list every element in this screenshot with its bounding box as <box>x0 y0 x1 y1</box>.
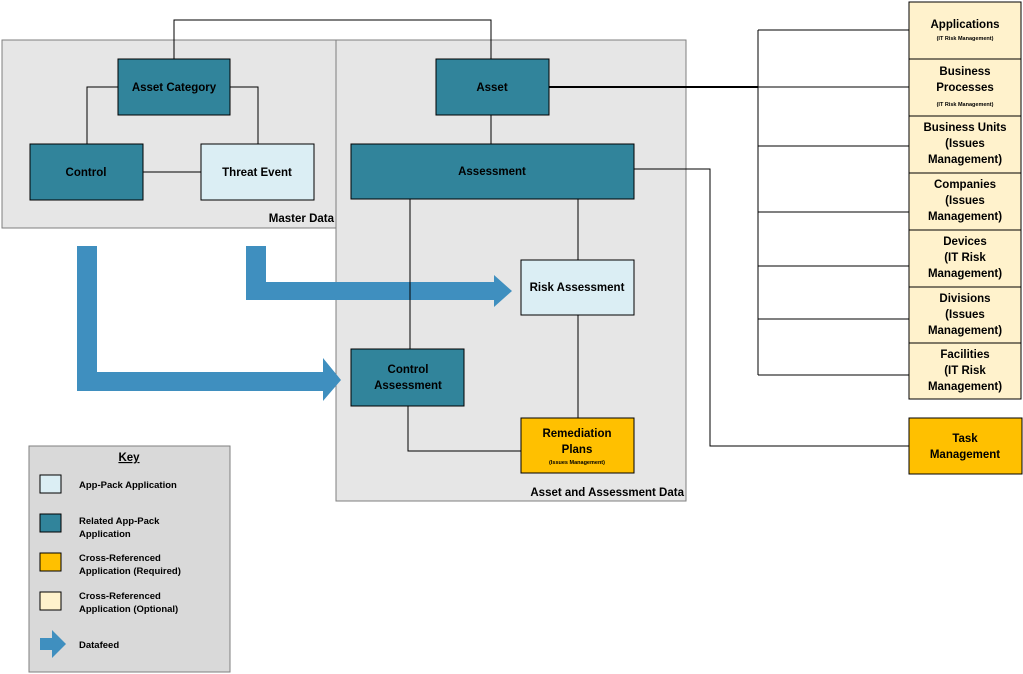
key-datafeed-arrow-icon <box>40 630 66 658</box>
key-swatch-app-pack <box>39 474 62 494</box>
assessment-label: Assessment <box>458 166 526 178</box>
business-processes-label-2: Processes <box>936 82 994 94</box>
facilities-label-3: Management) <box>928 381 1002 393</box>
key-label-datafeed: Datafeed <box>79 640 119 651</box>
companies-label-1: Companies <box>934 179 996 191</box>
devices-label-1: Devices <box>943 236 986 248</box>
threat-event-label: Threat Event <box>222 167 292 179</box>
task-management-label-1: Task <box>952 433 978 445</box>
cross-ref-devices: Devices (IT Risk Management) <box>908 229 1022 288</box>
risk-assessment-label: Risk Assessment <box>530 282 625 294</box>
business-units-label-2: (Issues <box>945 138 985 150</box>
remediation-plans-label-2: Plans <box>562 444 593 456</box>
asset-node: Asset <box>435 58 550 116</box>
key-label-cross-ref-optional-2: Application (Optional) <box>79 604 178 615</box>
asset-assessment-data-label: Asset and Assessment Data <box>530 487 684 499</box>
divisions-label-1: Divisions <box>939 293 990 305</box>
cross-ref-divisions: Divisions (Issues Management) <box>908 286 1022 344</box>
cross-ref-applications: Applications (IT Risk Management) <box>908 1 1022 60</box>
cross-ref-business-units: Business Units (Issues Management) <box>908 115 1022 174</box>
key-label-cross-ref-optional-1: Cross-Referenced <box>79 591 161 602</box>
asset-category-label: Asset Category <box>132 82 217 94</box>
devices-label-2: (IT Risk <box>944 252 986 264</box>
divisions-label-2: (Issues <box>945 309 985 321</box>
asset-category-node: Asset Category <box>117 58 231 116</box>
control-assessment-label-1: Control <box>388 364 429 376</box>
devices-label-3: Management) <box>928 268 1002 280</box>
key-label-related-app-pack-1: Related App-Pack <box>79 516 160 527</box>
control-node: Control <box>29 143 144 201</box>
key-title: Key <box>118 452 140 464</box>
key-swatch-related-app-pack <box>39 513 62 533</box>
facilities-label-2: (IT Risk <box>944 365 986 377</box>
key-legend: Key App-Pack Application Related App-Pac… <box>28 445 231 673</box>
task-management-node: Task Management <box>908 417 1023 475</box>
companies-label-3: Management) <box>928 211 1002 223</box>
connectors <box>86 19 909 452</box>
task-management-label-2: Management <box>930 449 1000 461</box>
key-label-cross-ref-required-2: Application (Required) <box>79 566 181 577</box>
key-swatch-cross-ref-optional <box>39 591 62 611</box>
datafeed-arrow-threat-to-risk <box>246 246 512 307</box>
control-assessment-node: Control Assessment <box>350 348 465 407</box>
business-units-label-1: Business Units <box>923 122 1006 134</box>
remediation-plans-label-1: Remediation <box>542 428 611 440</box>
business-processes-label-1: Business <box>939 66 990 78</box>
control-label: Control <box>66 167 107 179</box>
remediation-plans-sub: (Issues Management) <box>549 460 605 466</box>
risk-assessment-node: Risk Assessment <box>520 259 635 316</box>
control-assessment-label-2: Assessment <box>374 380 442 392</box>
divisions-label-3: Management) <box>928 325 1002 337</box>
key-label-related-app-pack-2: Application <box>79 529 131 540</box>
key-label-app-pack: App-Pack Application <box>79 480 177 491</box>
facilities-label-1: Facilities <box>940 349 989 361</box>
master-data-label: Master Data <box>269 213 335 225</box>
business-processes-sub: (IT Risk Management) <box>937 102 994 108</box>
key-swatch-cross-ref-required <box>39 552 62 572</box>
datafeed-arrow-control-to-control-assessment <box>77 246 341 401</box>
applications-sub: (IT Risk Management) <box>937 36 994 42</box>
cross-ref-facilities: Facilities (IT Risk Management) <box>908 342 1022 400</box>
asset-label: Asset <box>476 82 507 94</box>
threat-event-node: Threat Event <box>200 143 315 201</box>
cross-ref-business-processes: Business Processes (IT Risk Management) <box>908 58 1022 117</box>
companies-label-2: (Issues <box>945 195 985 207</box>
key-label-cross-ref-required-1: Cross-Referenced <box>79 553 161 564</box>
cross-ref-companies: Companies (Issues Management) <box>908 172 1022 231</box>
remediation-plans-node: Remediation Plans (Issues Management) <box>520 417 635 474</box>
assessment-node: Assessment <box>350 143 635 200</box>
applications-label: Applications <box>930 19 999 31</box>
business-units-label-3: Management) <box>928 154 1002 166</box>
